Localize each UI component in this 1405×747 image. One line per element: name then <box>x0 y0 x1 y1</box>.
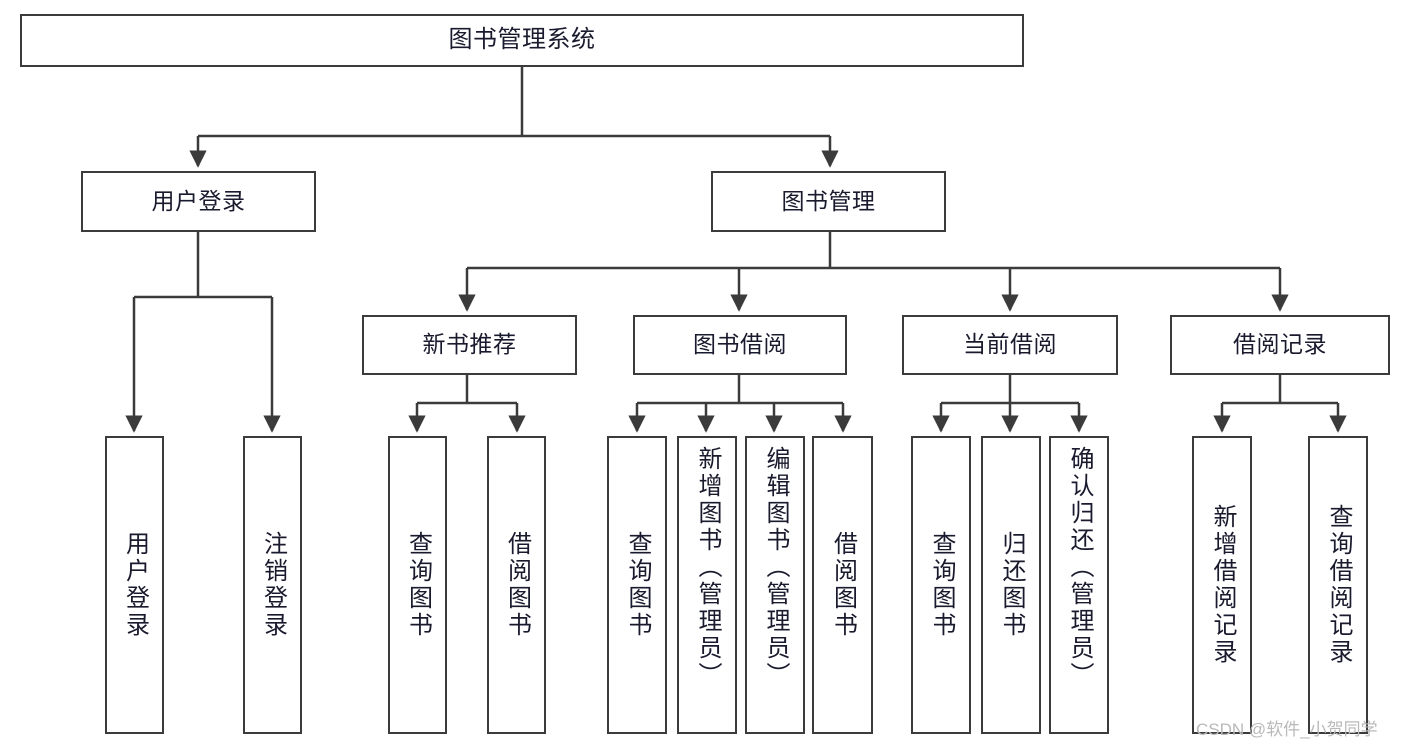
node-current-borrow[interactable]: 当前借阅 <box>902 315 1118 375</box>
node-book-management-label: 图书管理 <box>781 187 876 214</box>
leaf-query-record[interactable]: 查询借阅记录 <box>1308 436 1368 734</box>
node-book-borrow-label: 图书借阅 <box>693 331 787 358</box>
leaf-user-login[interactable]: 用户登录 <box>105 436 164 734</box>
leaf-query-book-b[interactable]: 查询图书 <box>607 436 667 734</box>
leaf-edit-book[interactable]: 编辑图书（管理员） <box>745 436 805 734</box>
leaf-query-book-a[interactable]: 查询图书 <box>388 436 447 734</box>
node-user-login-label: 用户登录 <box>151 187 246 214</box>
leaf-edit-book-label: 编辑图书（管理员） <box>762 446 789 689</box>
node-root[interactable]: 图书管理系统 <box>20 14 1024 67</box>
leaf-return-book-label: 归还图书 <box>998 531 1025 639</box>
csdn-watermark: CSDN @软件_小贺同学 <box>1196 720 1378 739</box>
leaf-add-record[interactable]: 新增借阅记录 <box>1192 436 1252 734</box>
leaf-borrow-book-b[interactable]: 借阅图书 <box>812 436 873 734</box>
leaf-add-record-label: 新增借阅记录 <box>1209 504 1236 666</box>
leaf-borrow-book-b-label: 借阅图书 <box>829 531 857 639</box>
leaf-query-record-label: 查询借阅记录 <box>1325 504 1352 666</box>
node-user-login[interactable]: 用户登录 <box>81 171 316 232</box>
leaf-return-book[interactable]: 归还图书 <box>981 436 1041 734</box>
node-new-book-recommend-label: 新书推荐 <box>422 331 517 358</box>
leaf-borrow-book-a-label: 借阅图书 <box>503 531 531 639</box>
node-current-borrow-label: 当前借阅 <box>963 331 1057 358</box>
node-book-management[interactable]: 图书管理 <box>711 171 946 232</box>
leaf-logout[interactable]: 注销登录 <box>243 436 302 734</box>
leaf-query-book-c-label: 查询图书 <box>928 531 955 639</box>
leaf-borrow-book-a[interactable]: 借阅图书 <box>487 436 546 734</box>
node-borrow-record[interactable]: 借阅记录 <box>1170 315 1390 375</box>
node-root-label: 图书管理系统 <box>448 26 596 54</box>
node-book-borrow[interactable]: 图书借阅 <box>633 315 847 375</box>
leaf-logout-label: 注销登录 <box>259 531 287 639</box>
leaf-query-book-b-label: 查询图书 <box>624 531 651 639</box>
leaf-query-book-a-label: 查询图书 <box>404 531 432 639</box>
leaf-add-book[interactable]: 新增图书（管理员） <box>677 436 737 734</box>
leaf-user-login-label: 用户登录 <box>121 531 149 639</box>
leaf-add-book-label: 新增图书（管理员） <box>694 446 721 689</box>
node-borrow-record-label: 借阅记录 <box>1233 331 1327 358</box>
leaf-query-book-c[interactable]: 查询图书 <box>911 436 971 734</box>
node-new-book-recommend[interactable]: 新书推荐 <box>362 315 577 375</box>
leaf-confirm-return-label: 确认归还（管理员） <box>1066 446 1093 689</box>
leaf-confirm-return[interactable]: 确认归还（管理员） <box>1049 436 1109 734</box>
